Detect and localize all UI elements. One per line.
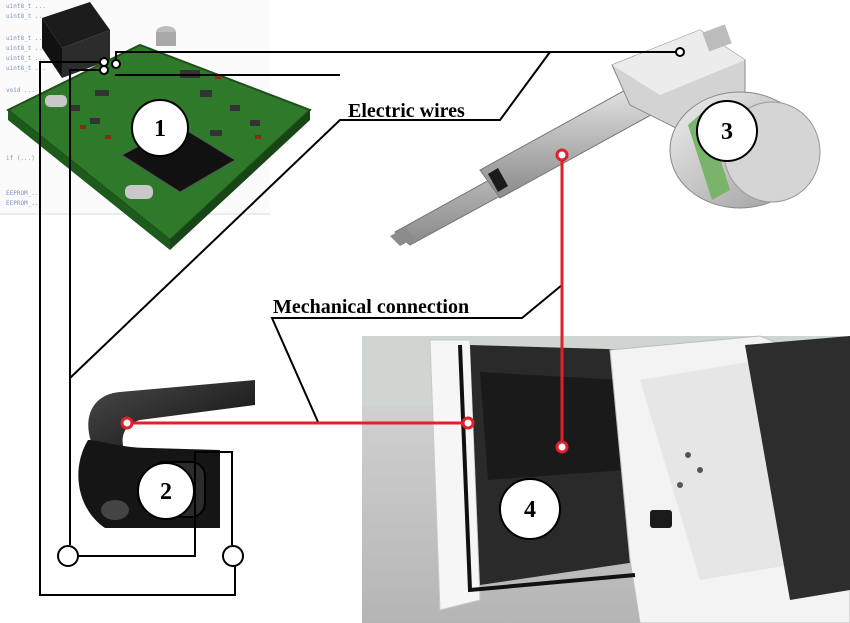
- badge-4: 4: [499, 478, 561, 540]
- badge-4-number: 4: [524, 497, 536, 523]
- svg-text:uint8_t ...: uint8_t ...: [6, 35, 46, 42]
- badge-3-number: 3: [721, 119, 733, 145]
- electric-wires-label: Electric wires: [348, 100, 465, 122]
- svg-text:EEPROM_...: EEPROM_...: [6, 190, 42, 197]
- mechanical-callout: [270, 284, 563, 423]
- wire-pcb-left-loop: [39, 61, 236, 596]
- wire-switch-loop: [68, 451, 233, 557]
- svg-text:uint8_t ...: uint8_t ...: [6, 55, 46, 62]
- svg-text:uint8_t ...: uint8_t ...: [6, 65, 46, 72]
- svg-text:if (...): if (...): [6, 155, 35, 162]
- mechanical-link-nodes: [120, 148, 569, 454]
- svg-text:EEPROM_...: EEPROM_...: [6, 200, 42, 207]
- badge-1: 1: [131, 99, 189, 157]
- car-door-photo: [362, 335, 850, 623]
- badge-3: 3: [696, 100, 758, 162]
- wire-pcb-left-inner: [69, 69, 104, 545]
- badge-2: 2: [137, 462, 195, 520]
- svg-text:uint8_t ...: uint8_t ...: [6, 3, 46, 10]
- mechanical-link-lines: [127, 155, 564, 447]
- mechanical-connection-label: Mechanical connection: [273, 296, 469, 318]
- wire-terminals: [57, 47, 685, 567]
- svg-text:uint8_t ...: uint8_t ...: [6, 13, 46, 20]
- badge-2-number: 2: [160, 479, 172, 505]
- pcb-board: [6, 2, 312, 250]
- svg-text:void ...: void ...: [6, 87, 35, 94]
- badge-1-number: 1: [154, 116, 166, 142]
- svg-text:uint8_t ...: uint8_t ...: [6, 45, 46, 52]
- electric-wires-callout: [69, 51, 551, 379]
